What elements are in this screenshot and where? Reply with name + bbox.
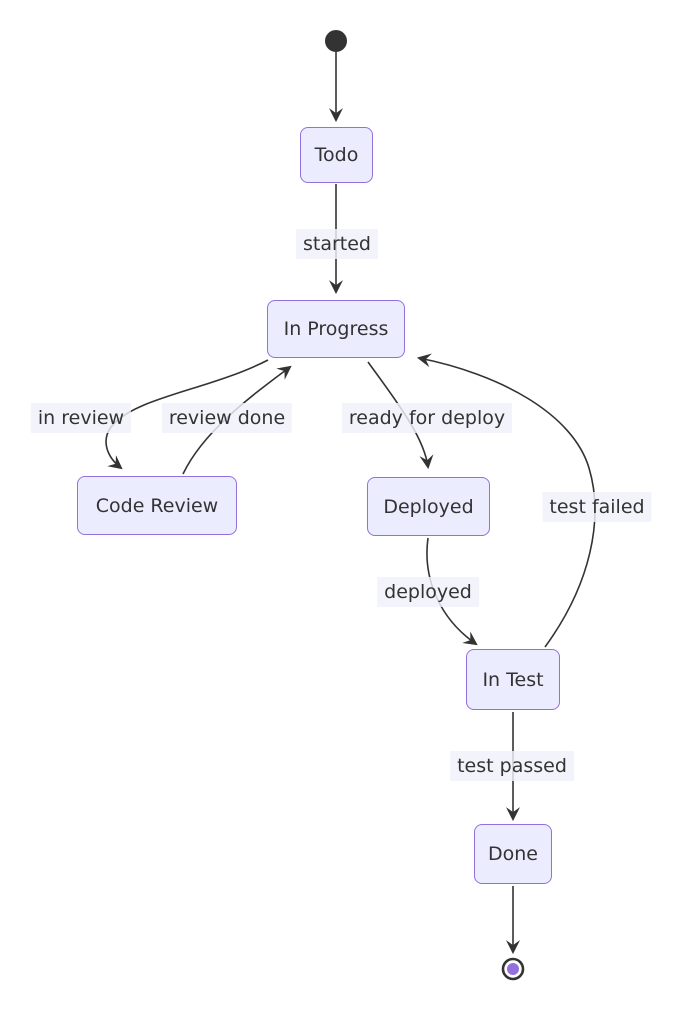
edge-label-deployed: deployed [377,577,479,607]
edge-label-test-failed: test failed [542,492,652,522]
edge-label-ready-for-deploy: ready for deploy [341,403,513,433]
state-node-in-test: In Test [466,649,560,710]
edge-label-in-review: in review [30,403,132,433]
edge-intest-to-inprogress [416,353,596,648]
edge-label-started: started [295,229,379,259]
state-node-deployed: Deployed [367,477,490,536]
edge-label-review-done: review done [161,403,293,433]
state-node-todo: Todo [300,127,373,183]
state-node-in-progress: In Progress [267,300,405,358]
start-state-dot [325,30,347,52]
state-node-code-review: Code Review [77,476,237,535]
state-node-done: Done [474,824,552,884]
end-state-inner-dot [507,963,519,975]
edge-label-test-passed: test passed [450,751,574,781]
